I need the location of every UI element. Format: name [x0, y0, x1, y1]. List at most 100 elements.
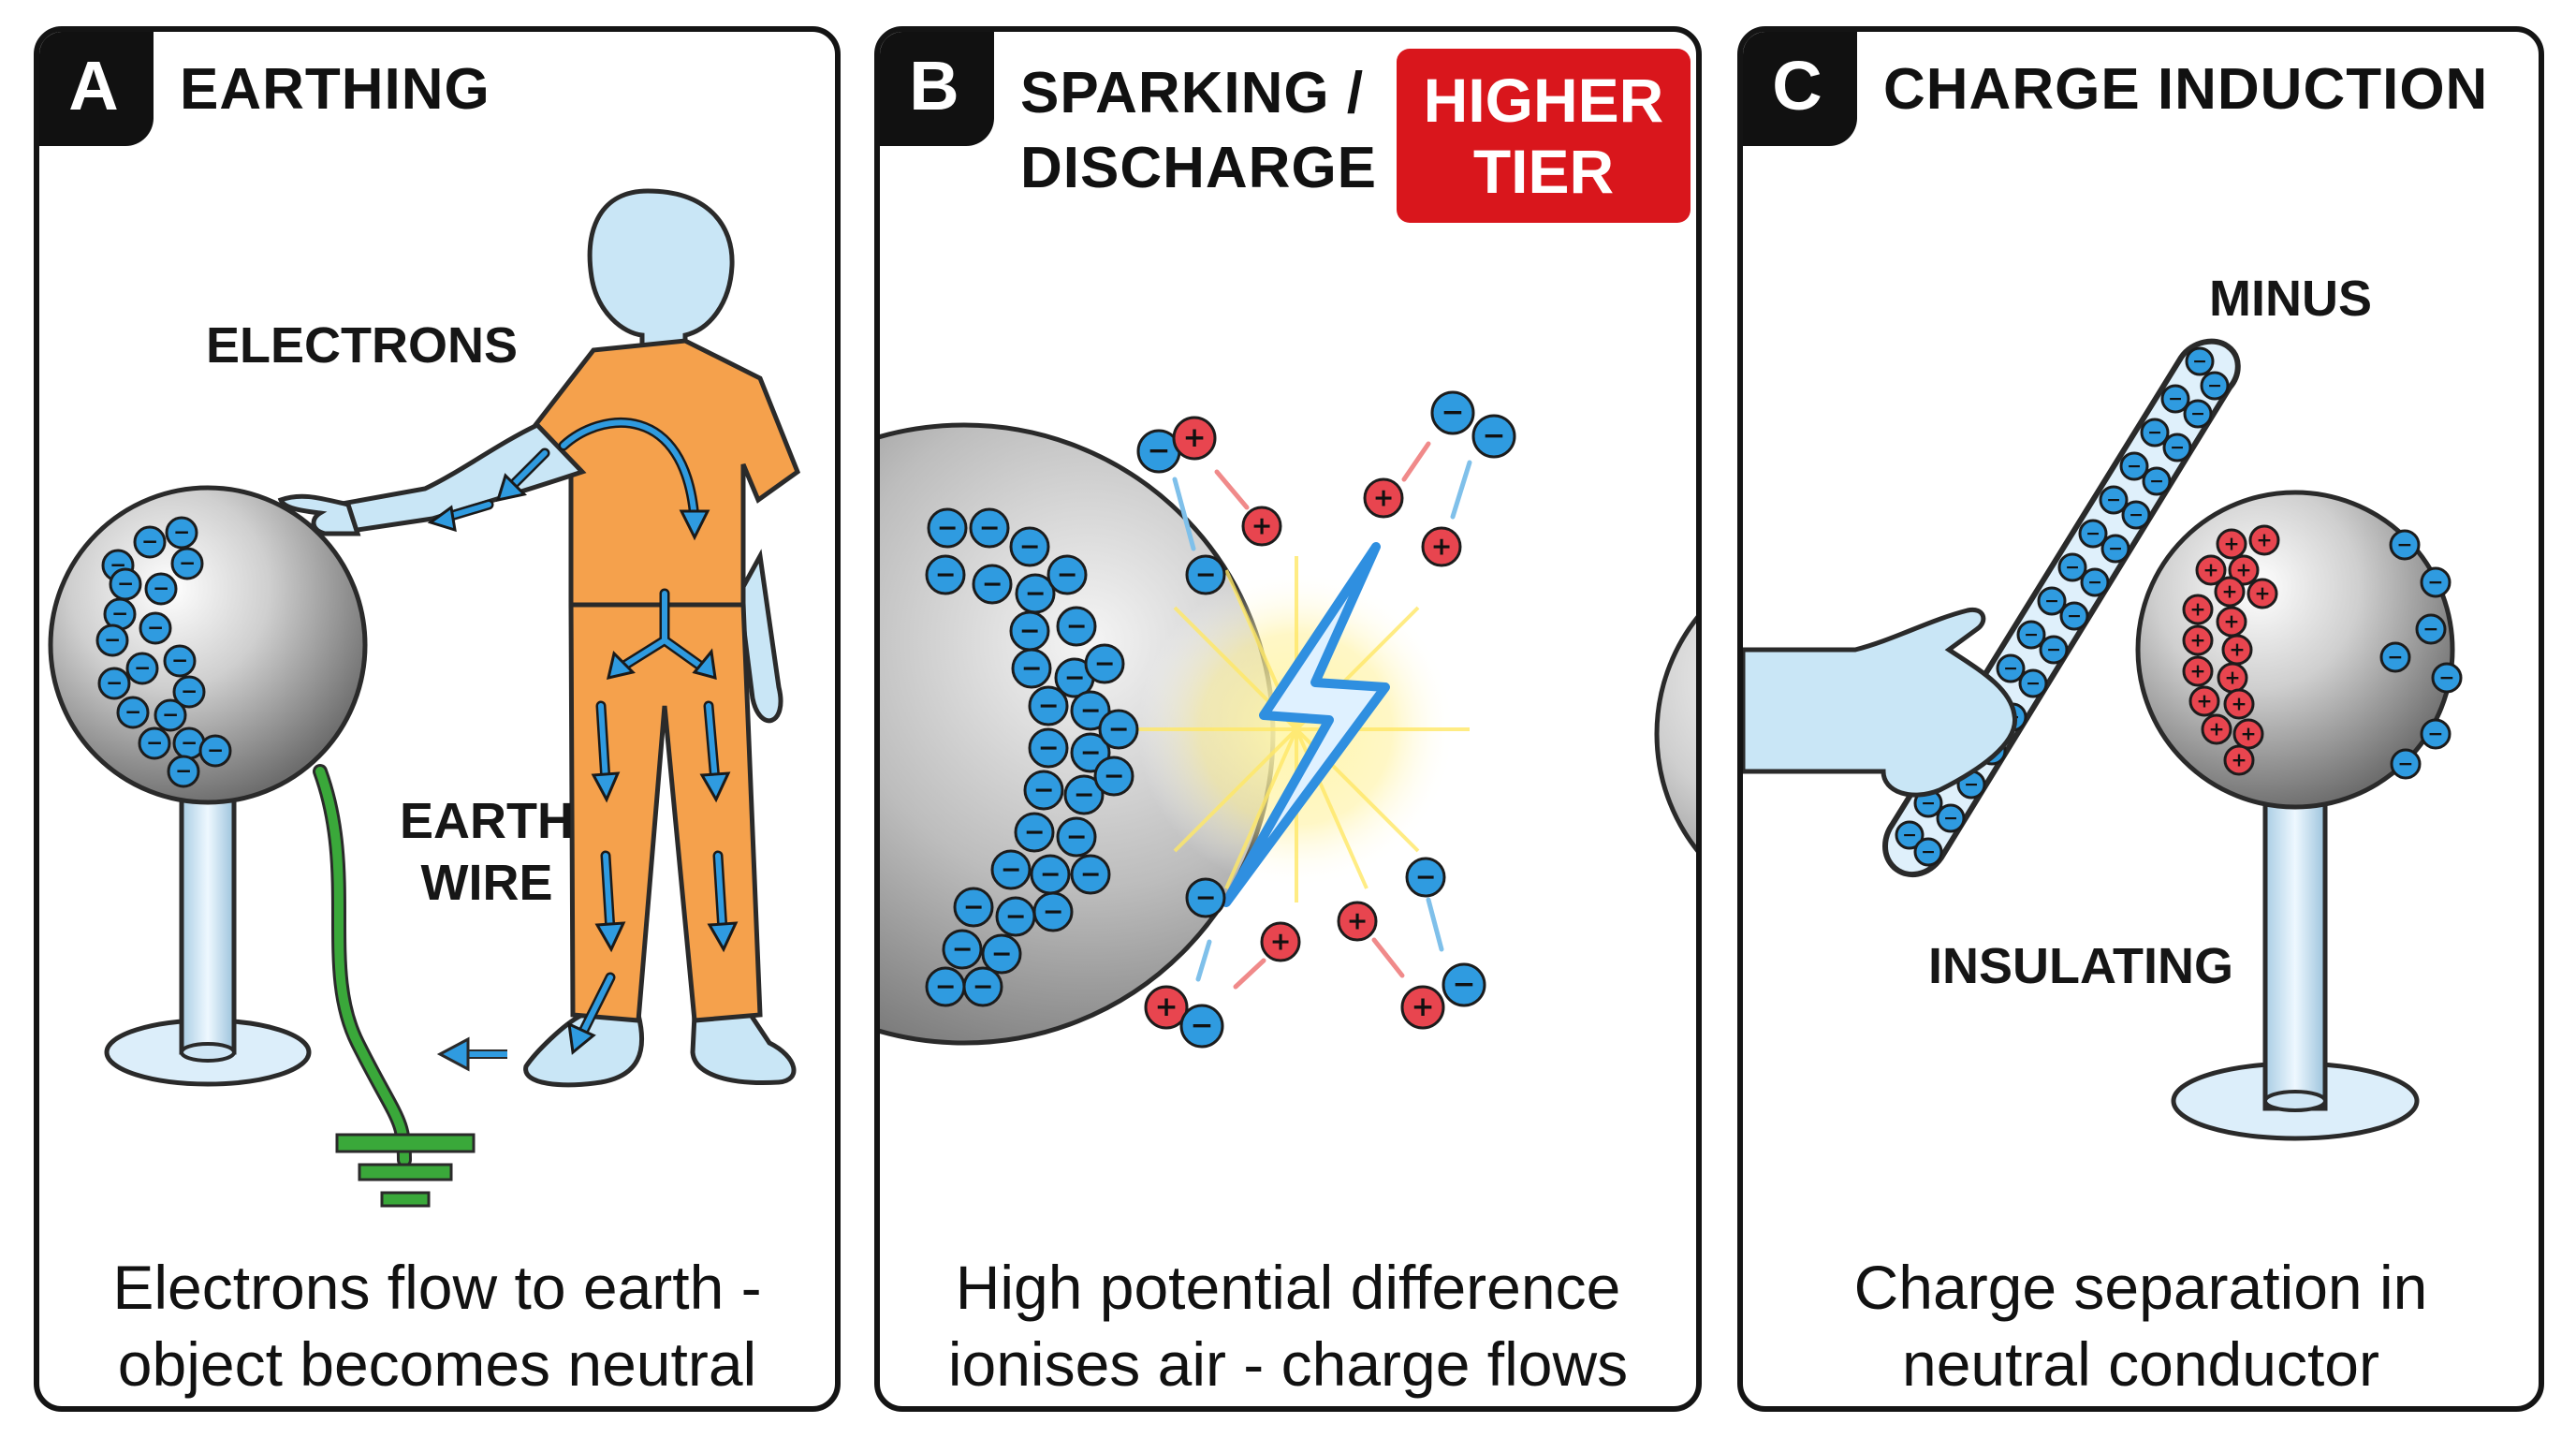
- negative-charge-icon: −: [2428, 570, 2444, 593]
- negative-charge-icon: −: [124, 701, 141, 725]
- negative-charge-icon: −: [2149, 471, 2164, 492]
- negative-charge-icon: −: [973, 972, 994, 1001]
- negative-charge-icon: −: [117, 573, 134, 596]
- negative-charge-icon: −: [2127, 456, 2142, 477]
- positive-charge-icon: +: [2224, 532, 2240, 554]
- positive-charge-icon: +: [2209, 717, 2225, 740]
- positive-ion-icon: +: [1412, 990, 1435, 1023]
- negative-charge-icon: −: [2024, 624, 2039, 645]
- positive-charge-icon: +: [2190, 659, 2206, 682]
- negative-charge-icon: −: [2423, 617, 2439, 639]
- person-figure: [277, 188, 801, 1088]
- negative-charge-icon: −: [2190, 404, 2205, 424]
- negative-charge-icon: −: [147, 617, 164, 640]
- negative-charge-icon: −: [1040, 859, 1061, 888]
- caption: High potential difference ionises air - …: [880, 1249, 1696, 1402]
- positive-ion-icon: +: [1183, 421, 1207, 454]
- positive-ion-icon: +: [1431, 532, 1453, 561]
- negative-charge-icon: −: [106, 672, 123, 696]
- negative-charge-icon: −: [1943, 808, 1958, 829]
- negative-ion-icon: −: [1148, 434, 1171, 467]
- negative-charge-icon: −: [181, 681, 198, 704]
- negative-ion-icon: −: [1191, 1009, 1214, 1042]
- positive-charge-icon: +: [2224, 609, 2240, 632]
- negative-charge-icon: −: [1921, 842, 1936, 862]
- positive-charge-icon: +: [2190, 628, 2206, 651]
- positive-charge-icon: +: [2257, 528, 2273, 550]
- negative-ion-icon: −: [1415, 862, 1437, 891]
- negative-charge-icon: −: [2207, 375, 2222, 396]
- negative-charge-icon: −: [1080, 738, 1102, 767]
- lightning-bolt: [1222, 542, 1390, 907]
- negative-charge-icon: −: [979, 513, 1001, 542]
- tier-badge-line-1: HIGHER: [1423, 66, 1664, 135]
- negative-charge-icon: −: [162, 704, 179, 727]
- negative-charge-icon: −: [111, 603, 128, 626]
- negative-charge-icon: −: [1001, 855, 1022, 884]
- negative-charge-icon: −: [935, 560, 957, 589]
- negative-charge-icon: −: [207, 740, 224, 763]
- panel-title: EARTHING: [180, 57, 490, 122]
- panel-title: CHARGE INDUCTION: [1883, 57, 2489, 122]
- positive-ion-icon: +: [1270, 927, 1292, 956]
- insulating-pole: [179, 759, 237, 1055]
- negative-charge-icon: −: [110, 554, 126, 578]
- negative-charge-icon: −: [1066, 822, 1088, 851]
- hand-on-sphere: [277, 493, 361, 536]
- negative-charge-icon: −: [181, 732, 198, 756]
- negative-ion-icon: −: [1195, 883, 1217, 912]
- earth-wire-label-line2: WIRE: [420, 855, 553, 911]
- ions-bottom: −++−−++−: [1144, 857, 1486, 1049]
- flow-arrow-to-earth: [436, 1036, 507, 1072]
- negative-charge-icon: −: [1066, 611, 1088, 640]
- positive-charge-icon: +: [2255, 581, 2271, 604]
- negative-charge-icon: −: [173, 521, 190, 545]
- negative-ion-icon: −: [1483, 419, 1506, 452]
- hand-holding-rod: [1743, 607, 2017, 798]
- negative-charge-icon: −: [153, 578, 169, 601]
- negative-charge-icon: −: [2106, 490, 2121, 510]
- ions-top: −++−+−−+: [1136, 390, 1516, 595]
- panel-letter-badge: C: [1743, 32, 1857, 146]
- negative-charges-left-sphere: −−−−−−−−−−−−−−−−−−−−−−−−−−−−−−−−: [925, 507, 1139, 1007]
- positive-charge-icon: +: [2232, 748, 2247, 770]
- caption-line-2: ionises air - charge flows: [947, 1329, 1629, 1399]
- panel-title: SPARKING / DISCHARGE: [1020, 56, 1377, 206]
- positive-charge-icon: +: [2197, 689, 2213, 712]
- outstretched-arm: [334, 421, 587, 536]
- negative-charge-icon: −: [1902, 825, 1917, 845]
- negative-charge-icon: −: [1057, 560, 1078, 589]
- negative-charge-icon: −: [171, 650, 188, 673]
- higher-tier-badge: HIGHER TIER: [1397, 49, 1690, 223]
- negative-charge-icon: −: [2065, 557, 2080, 578]
- negative-charge-icon: −: [1080, 859, 1102, 888]
- panel-letter-badge: B: [880, 32, 994, 146]
- negative-charge-icon: −: [1019, 616, 1041, 645]
- positive-charge-icon: +: [2236, 558, 2252, 580]
- electrons-label: ELECTRONS: [206, 317, 519, 374]
- negative-charge-icon: −: [2170, 437, 2185, 458]
- negative-charge-icon: −: [2046, 639, 2061, 660]
- positive-charge-icon: +: [2225, 666, 2241, 688]
- negative-charge-icon: −: [2087, 572, 2102, 593]
- negative-charge-icon: −: [991, 939, 1013, 968]
- negative-ion-icon: −: [1453, 968, 1476, 1001]
- negative-charge-icon: −: [2147, 422, 2162, 443]
- negative-charge-icon: −: [1108, 714, 1130, 743]
- positive-ion-icon: +: [1155, 990, 1178, 1023]
- negative-charge-icon: −: [963, 892, 985, 921]
- head: [587, 188, 735, 362]
- stand-label: INSULATING: [1928, 938, 2233, 994]
- positive-charge-icon: +: [2241, 722, 2257, 744]
- positive-ion-icon: +: [1347, 906, 1368, 935]
- caption-line-1: Electrons flow to earth -: [112, 1253, 762, 1322]
- negative-charge-icon: −: [1021, 653, 1043, 682]
- negative-charge-icon: −: [179, 552, 196, 576]
- negative-charge-icon: −: [1043, 897, 1064, 926]
- earth-symbol: [335, 1133, 476, 1208]
- negative-charge-icon: −: [175, 760, 192, 784]
- negative-charge-icon: −: [982, 569, 1003, 598]
- neutral-sphere-right: [1654, 615, 1696, 853]
- negative-charge-icon: −: [2192, 351, 2207, 372]
- negative-ion-icon: −: [1442, 396, 1465, 429]
